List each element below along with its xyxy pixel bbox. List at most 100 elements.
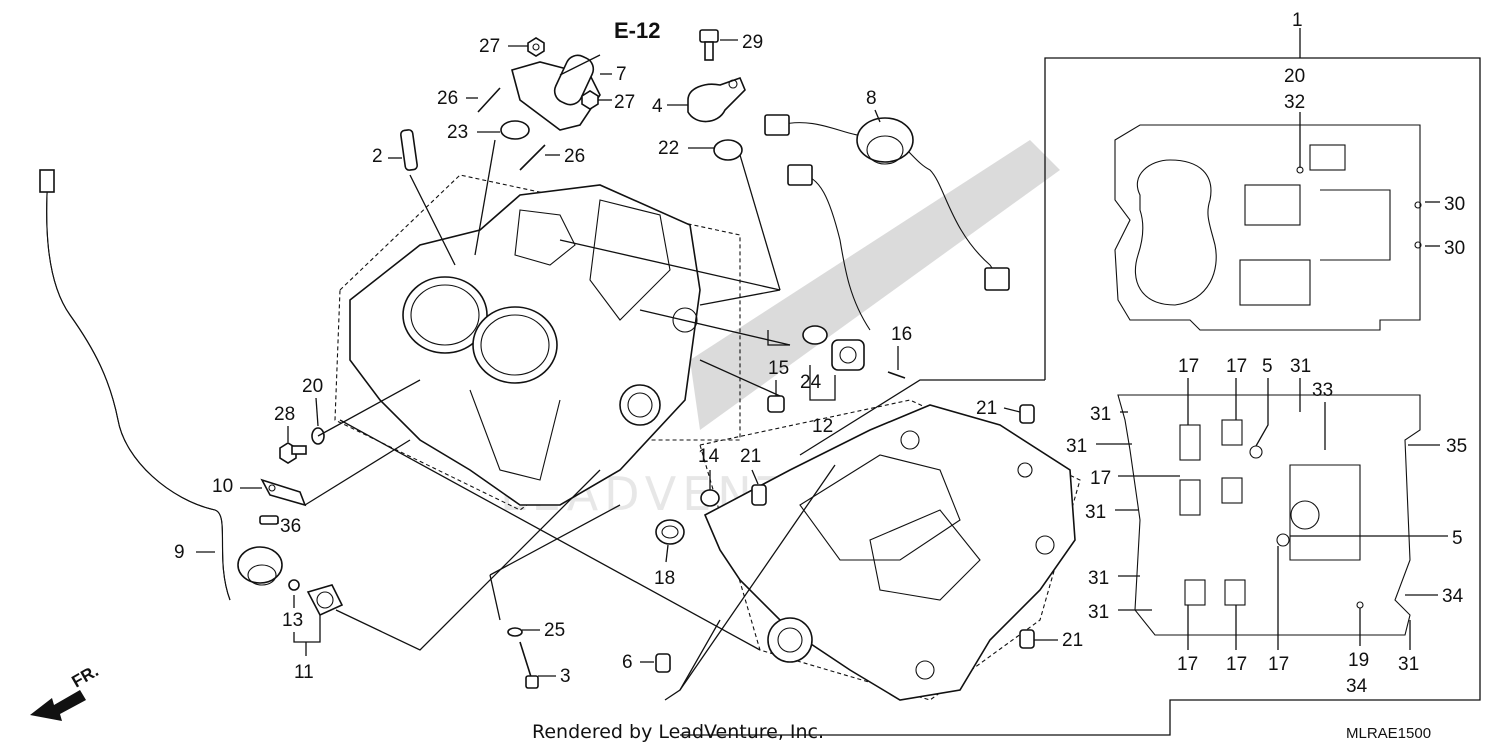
callout-11: 11	[294, 662, 314, 683]
part-26-stud-upper	[477, 87, 501, 113]
gasket-kit-frame	[680, 28, 1481, 736]
callout-31-c: 31	[1066, 436, 1087, 457]
diagram-code: MLRAE1500	[1346, 725, 1431, 742]
leader-lines	[304, 54, 1045, 701]
part-8-sensor-harness	[764, 114, 1010, 331]
callout-27-right: 27	[614, 92, 635, 113]
part-22-o-ring	[713, 139, 743, 161]
part-15-plug	[767, 395, 785, 413]
callout-20-upper: 20	[1284, 66, 1305, 87]
lower-crankcase-gasket	[1117, 394, 1421, 636]
callout-20-lower: 20	[302, 376, 323, 397]
callout-19: 19	[1348, 650, 1369, 671]
callout-14: 14	[698, 446, 720, 467]
callout-31-d: 31	[1085, 502, 1106, 523]
part-15-o-ring	[802, 325, 828, 345]
callout-21-c: 21	[1062, 630, 1083, 651]
callout-labels: E-12 1 20 32 30 30 17 17 5 31 33 31 31 3…	[174, 10, 1467, 697]
callout-33: 33	[1312, 380, 1333, 401]
render-credit: Rendered by LeadVenture, Inc.	[532, 721, 824, 743]
callout-29: 29	[742, 32, 763, 53]
callout-15: 15	[768, 358, 789, 379]
shading-band	[690, 140, 1060, 430]
part-10-clamp	[260, 478, 307, 507]
callout-1: 1	[1292, 10, 1303, 31]
callout-6: 6	[622, 652, 633, 673]
callout-27-top: 27	[479, 36, 500, 57]
callout-31-e: 31	[1088, 568, 1109, 589]
part-21-dowel-c	[1019, 629, 1035, 649]
callout-32: 32	[1284, 92, 1305, 113]
callout-22: 22	[658, 138, 679, 159]
part-14-cap	[700, 489, 720, 507]
callout-26-upper: 26	[437, 88, 458, 109]
callout-5-a: 5	[1262, 356, 1273, 377]
lower-crankcase	[699, 399, 1081, 701]
callout-26-lower: 26	[564, 146, 585, 167]
part-16-bolt	[887, 371, 906, 379]
part-28-bolt	[279, 442, 307, 464]
part-26-stud-lower	[519, 144, 546, 171]
callout-8: 8	[866, 88, 877, 109]
callout-5-b: 5	[1452, 528, 1463, 549]
callout-13: 13	[282, 610, 303, 631]
callout-17-e: 17	[1226, 654, 1247, 675]
part-27-nut-top	[527, 37, 545, 57]
callout-17-a: 17	[1178, 356, 1199, 377]
part-21-dowel-b	[1019, 404, 1035, 424]
part-6-dowel	[655, 653, 671, 673]
callout-ticks	[196, 39, 1448, 677]
callout-25: 25	[544, 620, 565, 641]
part-2-bolt	[399, 129, 419, 171]
callout-17-c: 17	[1090, 468, 1111, 489]
part-3-bolt	[519, 641, 539, 689]
part-21-dowel-a	[751, 484, 767, 506]
callout-7: 7	[616, 64, 627, 85]
callout-30-b: 30	[1444, 238, 1465, 259]
part-9-sleeve	[237, 546, 283, 586]
reference-e12[interactable]: E-12	[614, 18, 660, 43]
callout-31-g: 31	[1398, 654, 1419, 675]
part-11-switch	[306, 584, 344, 617]
callout-17-f: 17	[1268, 654, 1289, 675]
part-29-bolt	[699, 29, 719, 61]
callout-34-b: 34	[1346, 676, 1368, 697]
callout-10: 10	[212, 476, 233, 497]
callout-21-a: 21	[740, 446, 761, 467]
callout-31-b: 31	[1090, 404, 1111, 425]
part-7-water-joint	[511, 54, 601, 131]
callout-16: 16	[891, 324, 912, 345]
part-18-plug	[655, 519, 685, 545]
callout-34-a: 34	[1442, 586, 1464, 607]
callout-21-b: 21	[976, 398, 997, 419]
part-27-nut-right	[581, 90, 599, 110]
part-24-sensor	[831, 339, 865, 371]
callout-4: 4	[652, 96, 663, 117]
part-4-sensor	[687, 76, 746, 123]
part-25-washer	[507, 627, 523, 637]
part-36-bolt	[259, 515, 279, 525]
callout-3: 3	[560, 666, 571, 687]
callout-17-d: 17	[1177, 654, 1198, 675]
callout-12: 12	[812, 416, 833, 437]
callout-23: 23	[447, 122, 468, 143]
front-label: FR.	[69, 661, 102, 691]
callout-28: 28	[274, 404, 295, 425]
upper-crankcase-gasket	[1114, 124, 1422, 331]
callout-31-f: 31	[1088, 602, 1109, 623]
callout-31-a: 31	[1290, 356, 1311, 377]
callout-36: 36	[280, 516, 301, 537]
front-direction-arrow: FR.	[30, 661, 102, 721]
callout-24: 24	[800, 372, 822, 393]
callout-30-a: 30	[1444, 194, 1465, 215]
upper-crankcase	[334, 174, 741, 511]
part-9-breather-tube	[39, 169, 231, 601]
part-23-o-ring	[500, 120, 530, 140]
callout-18: 18	[654, 568, 675, 589]
callout-35: 35	[1446, 436, 1467, 457]
callout-17-b: 17	[1226, 356, 1247, 377]
callout-2: 2	[372, 146, 383, 167]
callout-9: 9	[174, 542, 185, 563]
part-13-washer	[288, 579, 300, 591]
